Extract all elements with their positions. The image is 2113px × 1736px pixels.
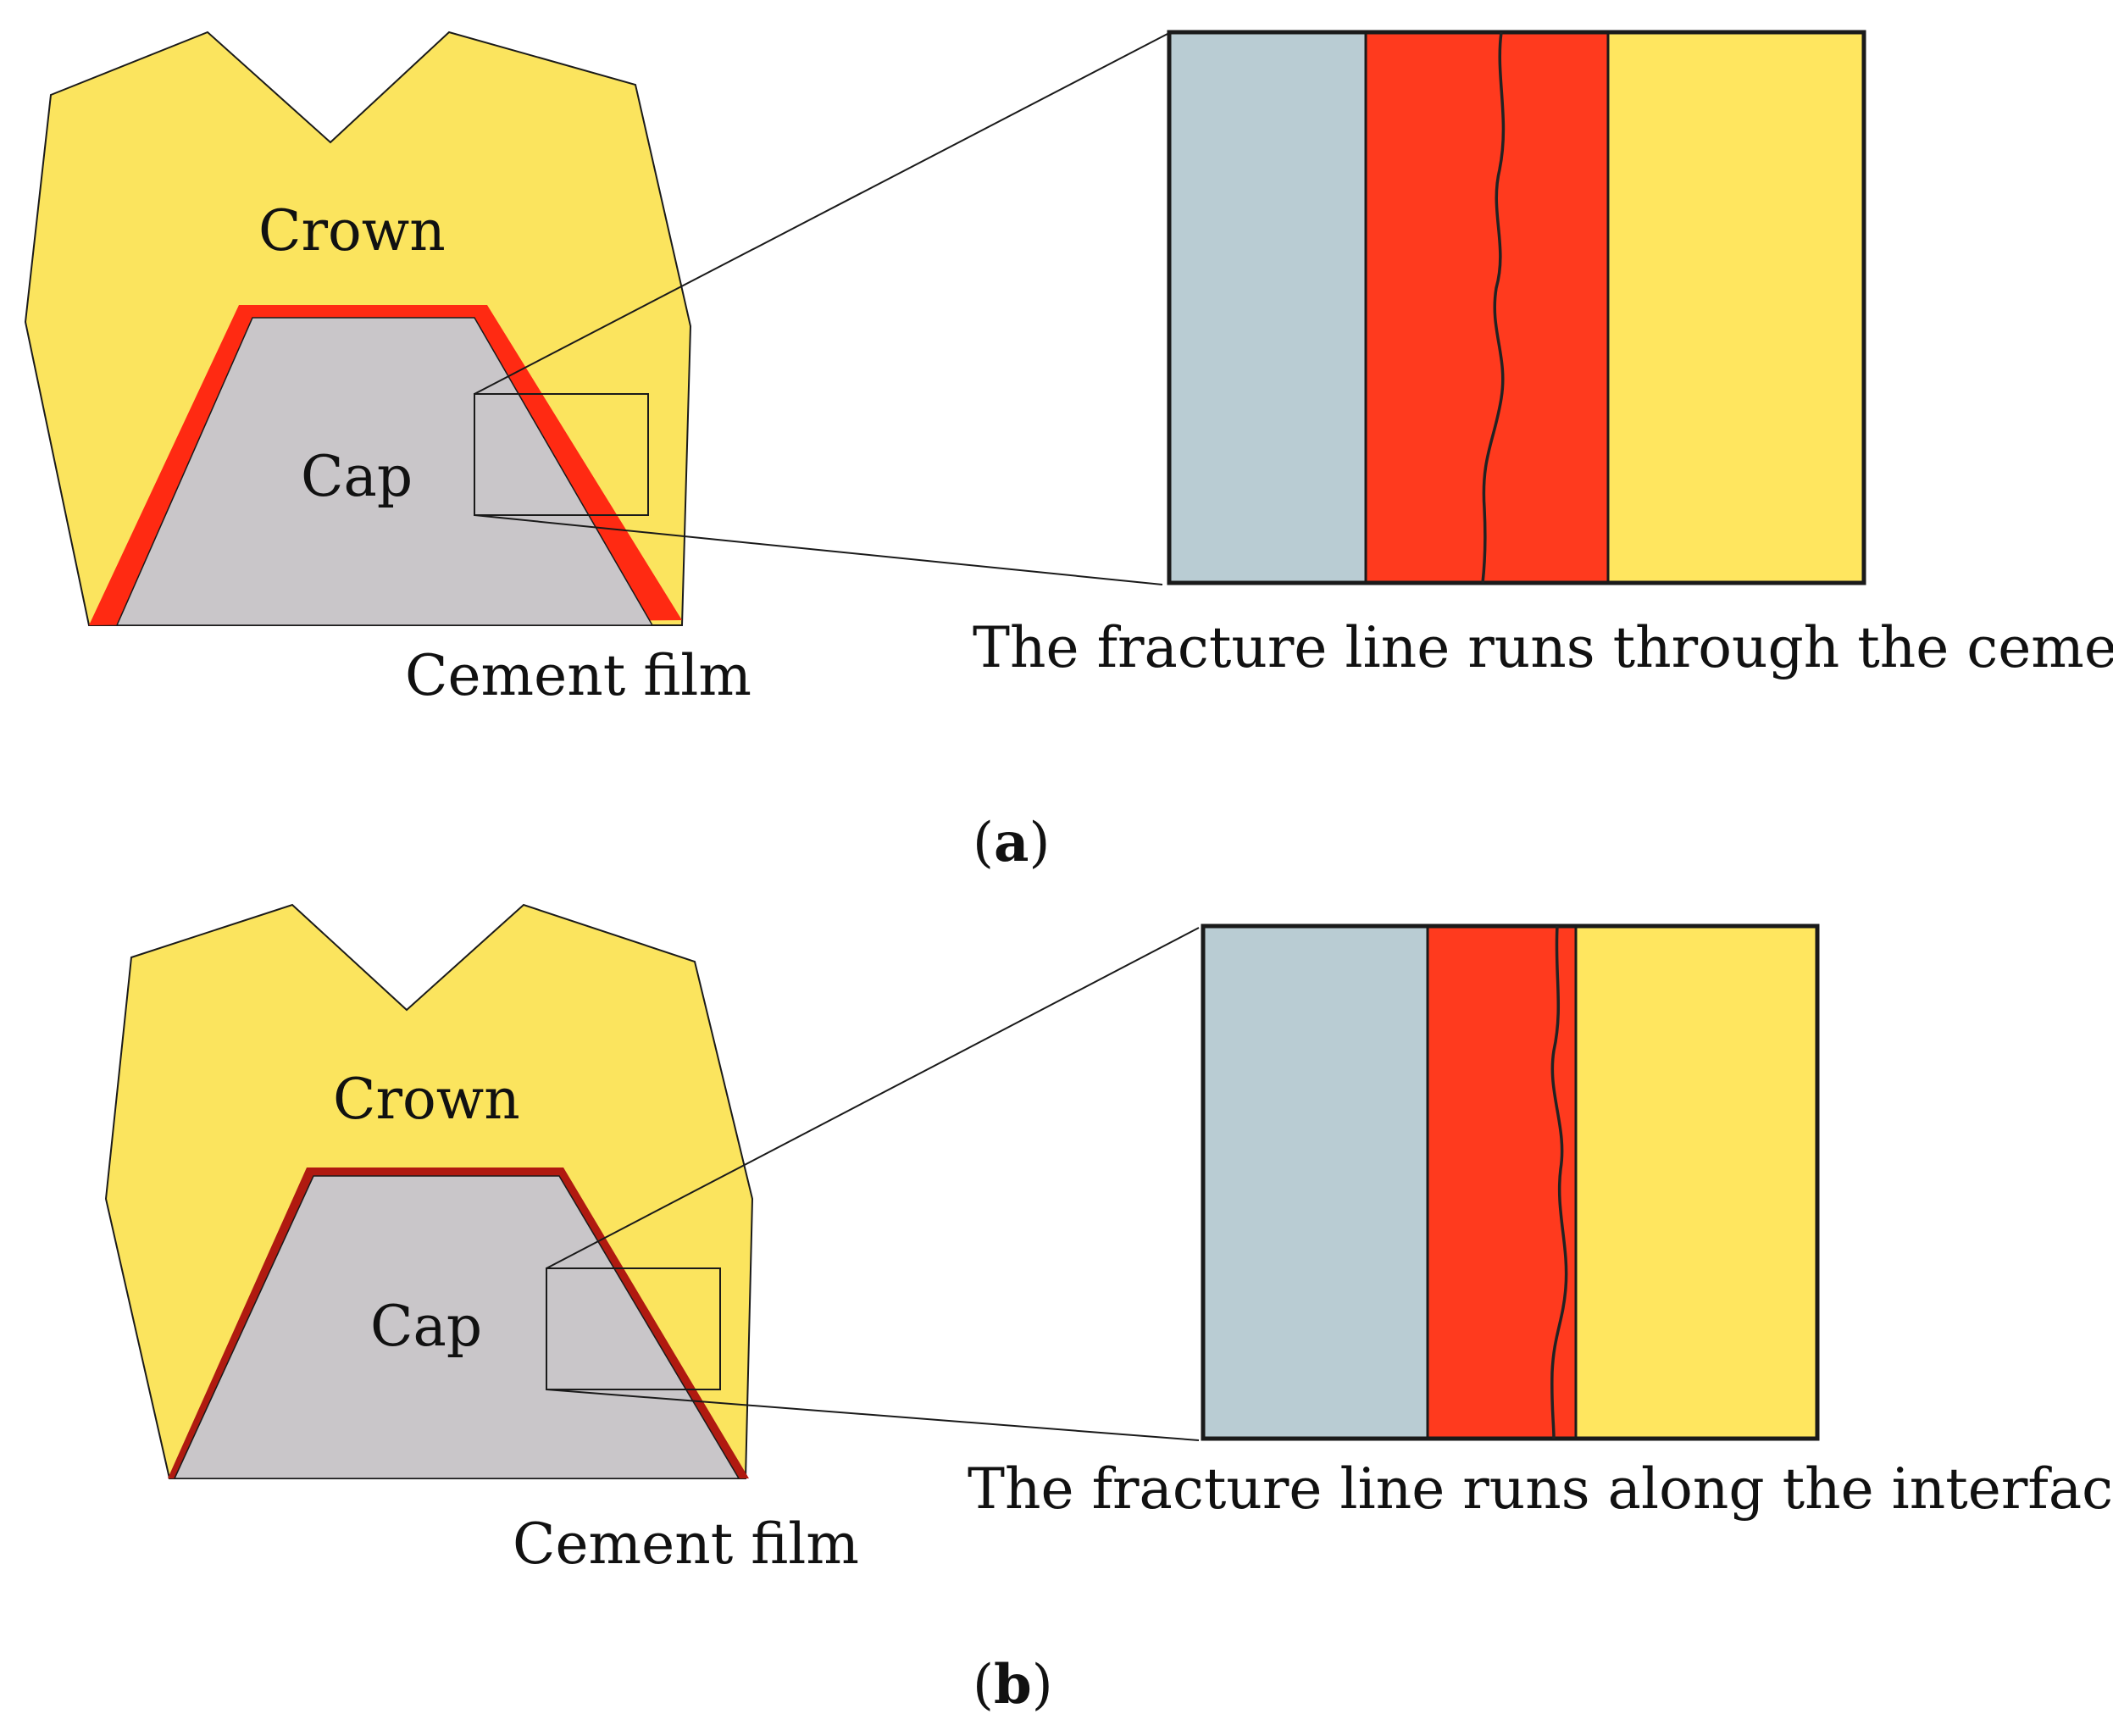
zoom-connector-bottom-b [546, 1389, 1200, 1441]
cap-label-a: Cap [301, 444, 413, 509]
zoom-cap-layer-a [1169, 32, 1366, 583]
cement-label-b: Cement film [513, 1511, 859, 1577]
cap-label-b: Cap [370, 1294, 482, 1359]
zoom-crown-layer-b [1576, 926, 1817, 1439]
crown-label-b: Crown [333, 1067, 520, 1132]
cement-label-a: Cement film [405, 643, 751, 708]
panel-b: Crown Cap Cement film The fracture line … [104, 903, 2113, 1717]
caption-b: The fracture line runs along the interfa… [968, 1456, 2113, 1522]
cap-shape-b [173, 1175, 740, 1479]
zoom-cap-layer-b [1203, 926, 1428, 1439]
zoom-frame-a [1167, 30, 1866, 585]
fracture-line-a [1481, 31, 1506, 584]
zoom-cement-layer-b [1428, 926, 1576, 1439]
zoom-view-b [1201, 923, 1820, 1441]
crown-label-a: Crown [258, 198, 446, 263]
zoom-connector-top-a [474, 33, 1168, 395]
panel-label-a: (a) [973, 811, 1050, 874]
zoom-crown-layer-a [1608, 32, 1864, 583]
panel-a: Crown Cap Cement film The fracture line … [24, 30, 2113, 874]
zoom-box-b [546, 1267, 721, 1390]
zoom-view-a [1167, 30, 1866, 585]
zoom-connector-top-b [546, 927, 1200, 1269]
zoom-box-a [474, 393, 649, 516]
zoom-frame-b [1201, 923, 1820, 1441]
zoom-cement-layer-a [1366, 32, 1608, 583]
panel-label-b: (b) [973, 1653, 1053, 1717]
fracture-line-b [1550, 925, 1568, 1439]
caption-a: The fracture line runs through the cemen… [973, 615, 2113, 680]
zoom-connector-bottom-a [474, 514, 1163, 585]
